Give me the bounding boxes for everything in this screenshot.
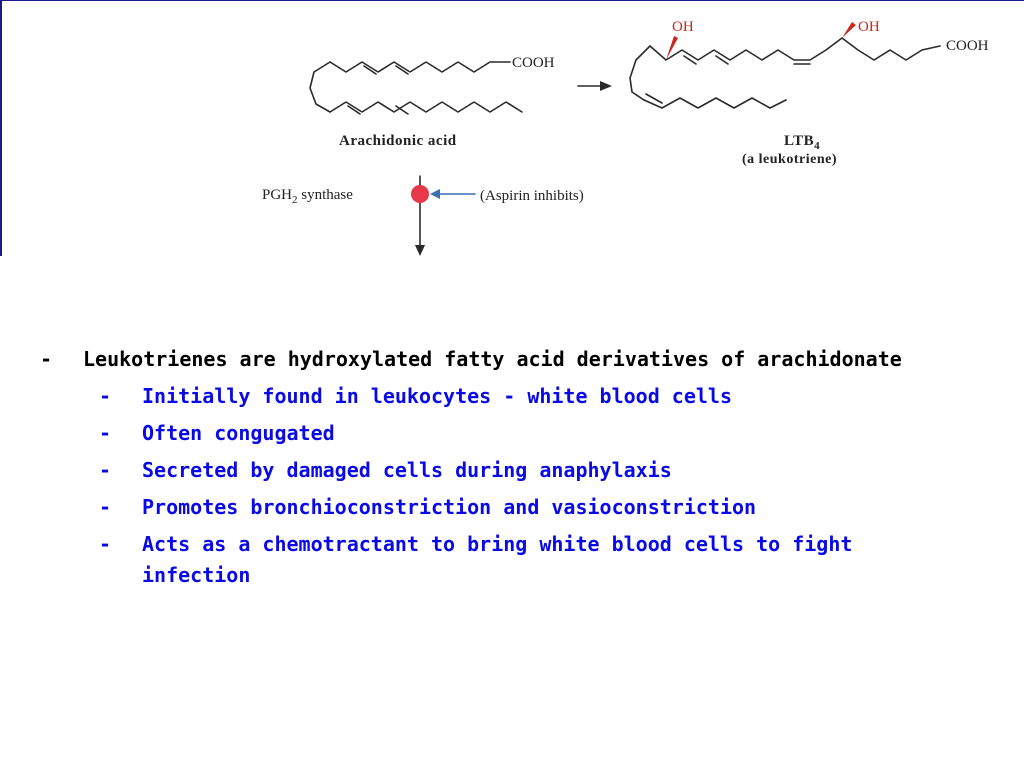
bullet-dash: - [99, 532, 112, 556]
oh-wedge-1 [666, 36, 678, 60]
cooh-right-label: COOH [946, 38, 989, 54]
oh-wedge-2 [842, 22, 856, 38]
oh-label-2: OH [858, 19, 880, 35]
arachidonic-acid-label: Arachidonic acid [339, 133, 457, 149]
bullet-dash: - [99, 421, 112, 445]
sub-bullet: - Secreted by damaged cells during anaph… [40, 455, 1000, 486]
bullet-dash: - [99, 458, 112, 482]
bullet-dash: - [99, 384, 112, 408]
sub-bullet: - Often congugated [40, 418, 1000, 449]
arachidonic-upper-chain [329, 61, 511, 73]
ltb4-double-bond-1 [683, 55, 697, 65]
ltb4-label: LTB4 [784, 133, 820, 152]
sub-bullet: - Promotes bronchioconstriction and vasi… [40, 492, 1000, 523]
enzyme-arrow-head [415, 245, 425, 256]
ltb4-lower-chain [643, 97, 787, 109]
sub-bullet-text: Acts as a chemotractant to bring white b… [142, 532, 853, 587]
sub-bullet-text: Promotes bronchioconstriction and vasioc… [142, 495, 757, 519]
frame-top-border [0, 0, 1024, 1]
enzyme-label: PGH2 synthase [262, 187, 353, 206]
sub-bullet-text: Initially found in leukocytes - white bl… [142, 384, 733, 408]
cooh-left-label: COOH [512, 55, 555, 71]
ltb4-upper-chain [649, 37, 941, 61]
bullet-list: - Leukotrienes are hydroxylated fatty ac… [40, 344, 1000, 597]
arachidonic-double-bond-3 [347, 105, 361, 115]
ltb4-double-bond-2 [715, 55, 729, 65]
sub-bullet-text: Secreted by damaged cells during anaphyl… [142, 458, 672, 482]
reaction-scheme: COOH COOH OH OH Arachidonic acid LTB4 (a… [262, 19, 989, 256]
oh-label-1: OH [672, 19, 694, 35]
inhibition-dot [411, 185, 429, 203]
sub-bullet: - Initially found in leukocytes - white … [40, 381, 1000, 412]
main-bullet: - Leukotrienes are hydroxylated fatty ac… [40, 344, 1000, 375]
sub-bullet: - Acts as a chemotractant to bring white… [40, 529, 1000, 591]
sub-bullet-text: Often congugated [142, 421, 335, 445]
aspirin-label: (Aspirin inhibits) [480, 188, 584, 204]
arachidonic-double-bond-1 [363, 65, 377, 75]
arachidonic-loop [309, 61, 331, 113]
ltb4-subtitle: (a leukotriene) [742, 152, 837, 167]
aspirin-arrow-head [430, 189, 440, 199]
arachidonic-double-bond-4 [395, 105, 409, 115]
bullet-dash: - [40, 347, 53, 371]
arachidonic-lower-chain [329, 101, 523, 113]
arachidonic-double-bond-2 [395, 65, 409, 75]
reaction-arrow-head [600, 81, 612, 91]
ltb4-loop [629, 45, 651, 101]
bullet-dash: - [99, 495, 112, 519]
frame-left-border [0, 0, 2, 256]
main-bullet-text: Leukotrienes are hydroxylated fatty acid… [83, 347, 902, 371]
ltb4-double-bond-4 [645, 93, 663, 104]
